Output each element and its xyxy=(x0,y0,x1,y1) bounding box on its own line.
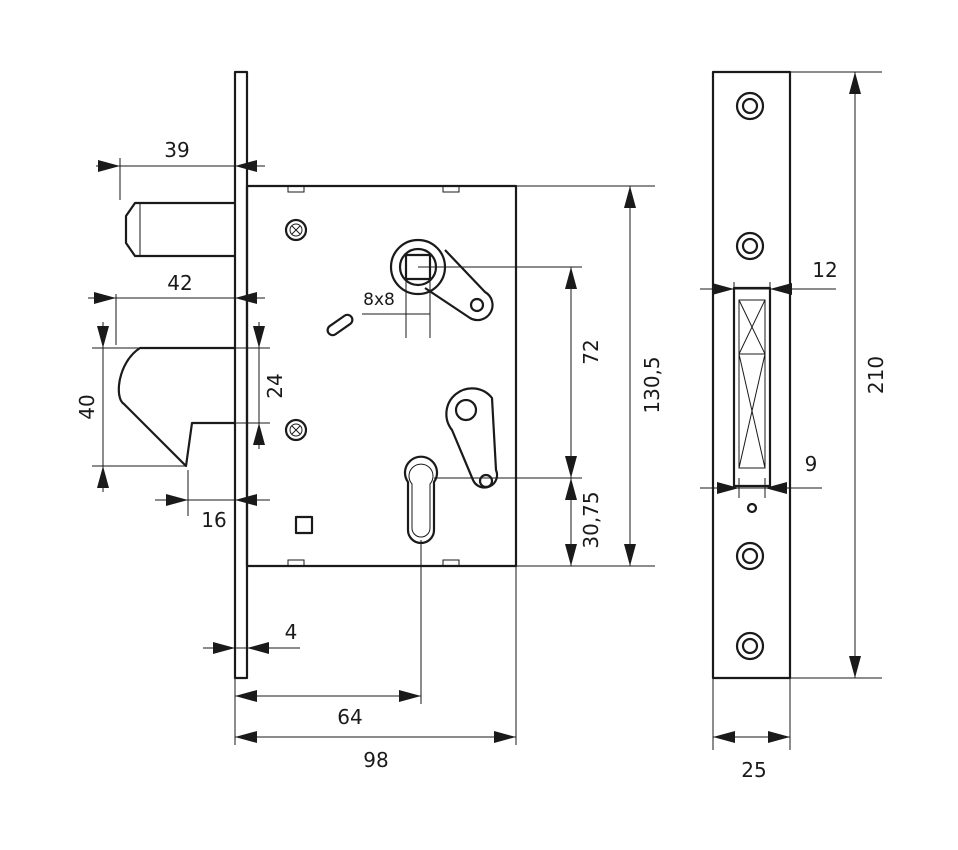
dim-strike-width: 25 xyxy=(741,758,766,782)
strike-pin-hole xyxy=(746,502,758,514)
deadbolt xyxy=(124,201,235,258)
dim-latch-height: 40 xyxy=(75,394,99,419)
dimension-labels: 39 42 40 24 16 8x8 72 130,5 30,75 4 64 9… xyxy=(75,138,888,782)
dim-spindle: 8x8 xyxy=(363,290,395,310)
dim-bolt-projection: 39 xyxy=(164,138,189,162)
small-square xyxy=(294,515,314,535)
dim-latch-offset: 16 xyxy=(201,508,226,532)
strike-plate xyxy=(711,70,792,680)
dim-backset-center: 72 xyxy=(579,339,603,364)
strike-screw-3-icon xyxy=(735,541,765,571)
strike-screw-2-icon xyxy=(735,231,765,261)
faceplate xyxy=(233,70,249,680)
dim-backset: 64 xyxy=(337,705,362,729)
dim-case-depth: 98 xyxy=(363,748,388,772)
guide-slot xyxy=(326,313,354,337)
case-screw-top-icon xyxy=(284,218,308,242)
dim-strike-height: 210 xyxy=(864,356,888,394)
dim-latch-projection: 42 xyxy=(167,271,192,295)
cylinder-hole xyxy=(403,455,439,545)
dim-strike-slot-width: 12 xyxy=(812,258,837,282)
dim-case-height: 130,5 xyxy=(640,356,664,413)
dim-strike-small: 9 xyxy=(805,452,818,476)
dimension-lines xyxy=(88,71,882,750)
dim-latch-inner: 24 xyxy=(263,373,287,398)
lock-body xyxy=(117,70,518,680)
strike-screw-1-icon xyxy=(735,91,765,121)
strike-screw-4-icon xyxy=(735,631,765,661)
dim-faceplate-thickness: 4 xyxy=(285,620,298,644)
dim-cylinder-offset: 30,75 xyxy=(579,491,603,548)
latch-bolt xyxy=(117,346,235,468)
case-screw-bottom-icon xyxy=(284,418,308,442)
cylinder-cam xyxy=(445,387,499,489)
lock-case xyxy=(245,184,518,568)
strike-slot xyxy=(732,286,772,488)
